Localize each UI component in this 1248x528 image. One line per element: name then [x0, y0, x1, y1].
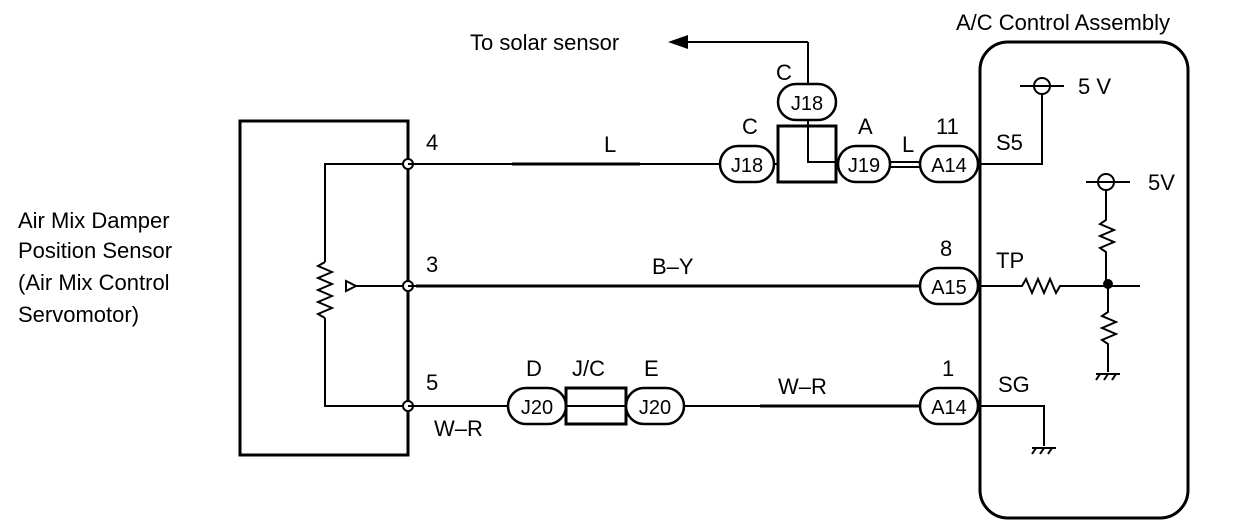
sensor-pin-5: 5: [426, 370, 438, 395]
connector-j18-top-label: J18: [791, 93, 823, 115]
wire-color-w-r-right: W–R: [778, 374, 827, 399]
connector-j18-left-label: J18: [731, 155, 763, 177]
connector-j20-right-label: J20: [639, 397, 671, 419]
wire-color-w-r-left: W–R: [434, 416, 483, 441]
ground-tp-icon: [1095, 373, 1120, 381]
wire-color-l: L: [604, 132, 616, 157]
connector-j18-left-letter: C: [742, 114, 758, 139]
ecu-pin-1: 1: [942, 356, 954, 381]
connector-j18-top: [776, 82, 838, 122]
sensor-pin-3: 3: [426, 252, 438, 277]
connector-j19: [836, 144, 892, 184]
assembly-label: A/C Control Assembly: [956, 10, 1170, 35]
connector-a14-bottom-label: A14: [931, 397, 967, 419]
ground-sg-icon: [1031, 447, 1056, 455]
connector-j19-letter: A: [858, 114, 873, 139]
terminal-sg: SG: [998, 372, 1030, 397]
pull-down-resistor: [1099, 286, 1119, 372]
connector-j18-top-letter: C: [776, 60, 792, 85]
sensor-label-line1: Air Mix Damper: [18, 208, 170, 233]
ac-control-assembly-box: [978, 40, 1190, 520]
sensor-label-line4: Servomotor): [18, 302, 139, 327]
sensor-pin-4: 4: [426, 130, 438, 155]
arrow-to-solar: [668, 35, 688, 49]
connector-j20-left-letter: D: [526, 356, 542, 381]
connector-a14-top: [918, 144, 980, 184]
connector-j20-left-label: J20: [521, 397, 553, 419]
wire-color-b-y: B–Y: [652, 254, 694, 279]
ecu-pin-8: 8: [940, 236, 952, 261]
connector-a14-top-label: A14: [931, 155, 967, 177]
terminal-s5: S5: [996, 130, 1023, 155]
supply-5v-top-label: 5 V: [1078, 74, 1111, 99]
connector-j18-left: [718, 144, 776, 184]
solar-sensor-label: To solar sensor: [470, 30, 619, 55]
sensor-label-line2: Position Sensor: [18, 238, 172, 263]
tp-series-resistor: [980, 276, 1108, 296]
sensor-label-line3: (Air Mix Control: [18, 270, 170, 295]
supply-5v-right-label: 5V: [1148, 170, 1175, 195]
terminal-tp: TP: [996, 248, 1024, 273]
pull-up-resistor: [1097, 190, 1117, 284]
wire-color-l-short: L: [902, 132, 914, 157]
connector-j19-label: J19: [848, 155, 880, 177]
connector-a15-label: A15: [931, 277, 967, 299]
ecu-pin-11: 11: [936, 114, 959, 139]
connector-j20-right-letter: E: [644, 356, 659, 381]
junction-connector-label: J/C: [572, 356, 605, 381]
